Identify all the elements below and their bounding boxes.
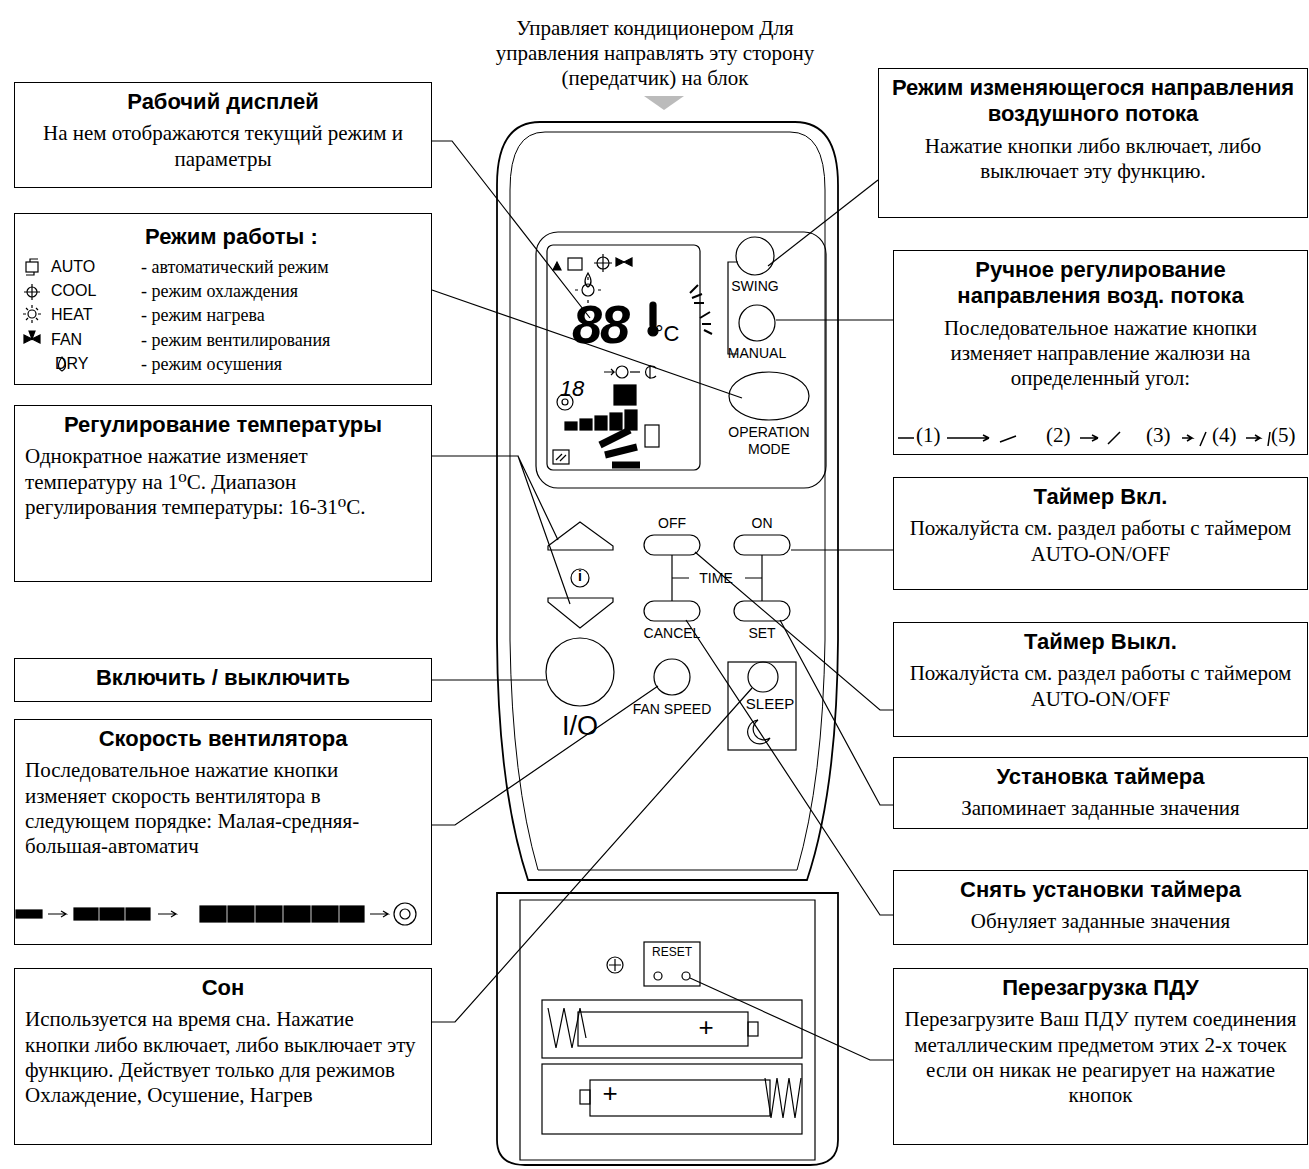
mode-entry: AUTO [51, 259, 95, 275]
remote-label: CANCEL [644, 626, 701, 641]
callout-box: Снять установки таймераОбнуляет заданные… [893, 870, 1308, 945]
mode-entry: DRY [55, 356, 89, 372]
top-note: Управляет кондиционером Для управления н… [465, 16, 845, 92]
remote-label: MANUAL [728, 346, 786, 361]
remote-label: °C [655, 322, 680, 345]
remote-label: SWING [731, 279, 778, 294]
callout-box: Режим изменяющегося направления воздушно… [878, 68, 1308, 218]
position-number: (5) [1271, 423, 1296, 448]
callout-box: Скорость вентилятораПоследовательное наж… [14, 719, 432, 945]
mode-entry: COOL [51, 283, 96, 299]
position-number: (1) [916, 423, 941, 448]
callout-body: Обнуляет заданные значения [904, 909, 1297, 934]
callout-box: Режим работы : AUTO - автоматический режим… [14, 213, 432, 385]
callout-box: Ручное регулирование направления возд. п… [893, 250, 1308, 455]
mode-entry: - режим нагрева [141, 306, 265, 324]
callout-heading: Снять установки таймера [904, 877, 1297, 903]
callout-heading: Скорость вентилятора [25, 726, 421, 752]
remote-label: + [602, 1080, 617, 1107]
callout-heading: Рабочий дисплей [25, 89, 421, 115]
callout-box: Таймер Выкл. Пожалуйста см. раздел работы… [893, 622, 1308, 737]
callout-body: Однократное нажатие изменяет температуру… [25, 444, 421, 520]
callout-heading: Регулирование температуры [25, 412, 421, 438]
mode-entry: - автоматический режим [141, 258, 329, 276]
remote-label: 88 [572, 296, 628, 353]
callout-box: Включить / выключить [14, 658, 432, 702]
callout-heading: Включить / выключить [25, 665, 421, 691]
callout-body: Пожалуйста см. раздел работы с таймером … [904, 516, 1297, 566]
remote-label: TIME [699, 571, 732, 586]
callout-body: Перезагрузите Ваш ПДУ путем соединения м… [904, 1007, 1297, 1108]
remote-label: RESET [652, 946, 692, 959]
position-number: (2) [1046, 423, 1071, 448]
callout-heading: Сон [25, 975, 421, 1001]
callout-body: Запоминает заданные значения [904, 796, 1297, 821]
callout-heading: Режим изменяющегося направления воздушно… [889, 75, 1297, 128]
position-number: (4) [1212, 423, 1237, 448]
remote-label: + [698, 1014, 713, 1041]
mode-entry: HEAT [51, 307, 92, 323]
callout-box: СонИспользуется на время сна. Нажатие кн… [14, 968, 432, 1145]
callout-body: Используется на время сна. Нажатие кнопк… [25, 1007, 421, 1108]
remote-label: OFF [658, 516, 686, 531]
mode-entry: FAN [51, 332, 82, 348]
mode-entry: - режим охлаждения [141, 282, 298, 300]
callout-box: Установка таймераЗапоминает заданные зна… [893, 757, 1308, 829]
callout-box: Таймер Вкл. Пожалуйста см. раздел работы … [893, 477, 1308, 590]
callout-box: Рабочий дисплей На нем отображаются текущ… [14, 82, 432, 188]
callout-heading: Ручное регулирование направления возд. п… [904, 257, 1297, 310]
callout-heading: Перезагрузка ПДУ [904, 975, 1297, 1001]
callout-box: Перезагрузка ПДУ Перезагрузите Ваш ПДУ пу… [893, 968, 1308, 1145]
callout-heading: Таймер Вкл. [904, 484, 1297, 510]
callout-body: Последовательное нажатие кнопки изменяет… [904, 316, 1297, 392]
remote-label: SLEEP [746, 696, 794, 712]
remote-label: 18 [560, 377, 584, 400]
remote-label: FAN SPEED [633, 702, 712, 717]
mode-entry: - режим осушения [141, 355, 282, 373]
callout-body: На нем отображаются текущий режим и пара… [25, 121, 421, 171]
position-number: (3) [1146, 423, 1171, 448]
callout-body: Последовательное нажатие кнопки изменяет… [25, 758, 421, 859]
callout-body: Нажатие кнопки либо включает, либо выклю… [889, 134, 1297, 184]
remote-label: ON [752, 516, 773, 531]
remote-label: OPERATION MODE [719, 424, 819, 458]
callout-box: Регулирование температурыОднократное наж… [14, 405, 432, 582]
callout-heading: Таймер Выкл. [904, 629, 1297, 655]
callout-heading: Режим работы : [145, 224, 318, 250]
mode-entry: - режим вентилирования [141, 331, 330, 349]
remote-label: i [578, 569, 582, 584]
remote-label: SET [748, 626, 775, 641]
callout-body: Пожалуйста см. раздел работы с таймером … [904, 661, 1297, 711]
callout-heading: Установка таймера [904, 764, 1297, 790]
remote-label: I/O [562, 712, 598, 740]
